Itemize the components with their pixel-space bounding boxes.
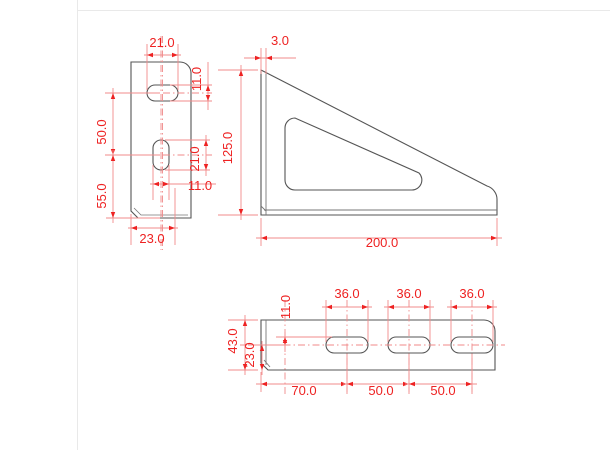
dim-label-11-top: 11.0 [189,67,204,91]
bottom-view-outline [260,319,496,371]
arrow-21-lower-bottom [203,164,209,170]
arrow-36a-right [362,304,368,310]
dim-label-43: 43.0 [225,328,240,353]
arrow-21-top-left [147,52,153,58]
arrow-50b-left [409,381,415,387]
arrow-200-right [491,235,497,241]
dim-label-21-top: 21.0 [149,35,174,50]
dim-label-21-lower: 21.0 [187,146,202,171]
arrow-11-lower-left [153,181,159,187]
dim-label-55: 55.0 [94,183,109,208]
sheet-border [77,0,610,450]
dim-label-200: 200.0 [366,235,399,250]
front-view-dim-55 [106,150,160,223]
front-view-dim-50 [106,88,160,160]
arrow-55-top [110,155,116,161]
arrow-11-top-lower [205,95,211,101]
side-view [218,48,502,246]
dim-label-50-a: 50.0 [368,383,393,398]
dim-label-36-b: 36.0 [396,286,421,301]
arrow-50-top [110,93,116,99]
arrow-125-top [238,70,244,76]
dim-label-bv-11: 11.0 [278,295,293,319]
arrow-bv-23-top [259,345,265,351]
dim-label-125: 125.0 [220,132,235,165]
side-view-corner-mark [260,205,267,212]
arrow-3-left [255,55,261,61]
arrow-bv-23-bottom [259,364,265,370]
dim-label-11-lower: 11.0 [188,178,212,193]
arrow-36b-right [424,304,430,310]
bottom-view-chamfer-line [263,359,271,368]
bottom-view-slot-1 [325,336,369,354]
arrow-43-bottom [242,364,248,370]
bottom-view-dim-50-b [405,355,477,392]
arrow-43-top [242,320,248,326]
arrow-125-bottom [238,209,244,215]
arrow-36b-left [388,304,394,310]
bottom-view-dim-50-a [343,355,414,392]
arrow-11-top-upper [205,85,211,91]
dim-label-23-front: 23.0 [139,231,164,246]
side-view-dim-200 [256,218,502,246]
arrow-11-lower-right [163,181,169,187]
arrow-23-left [131,225,137,231]
side-view-outline [260,69,498,216]
bottom-view-dim-70 [256,355,352,392]
arrow-3-right [266,55,272,61]
side-view-cutout [284,117,423,191]
dim-label-3: 3.0 [271,33,289,48]
bottom-view [228,300,505,395]
arrow-200-left [261,235,267,241]
dim-label-70: 70.0 [291,383,316,398]
arrow-bv-11-bottom [282,340,288,345]
arrow-23-right [169,225,175,231]
arrow-50b-right [466,381,472,387]
front-view-dim-11-lower [150,165,216,200]
arrow-21-lower-top [203,140,209,146]
dim-label-bv-23: 23.0 [242,342,257,367]
arrow-36a-left [326,304,332,310]
dim-label-36-c: 36.0 [459,286,484,301]
arrow-36c-left [451,304,457,310]
arrow-55-bottom [110,212,116,218]
front-view-chamfer-line [133,207,188,216]
dim-label-36-a: 36.0 [334,286,359,301]
front-view [105,36,216,250]
dim-label-50-b: 50.0 [430,383,455,398]
arrow-36c-right [487,304,493,310]
dim-label-50: 50.0 [94,119,109,144]
arrow-21-top-right [172,52,178,58]
arrow-50a-left [347,381,353,387]
arrow-70-left [261,381,267,387]
side-view-dim-125 [218,65,258,220]
